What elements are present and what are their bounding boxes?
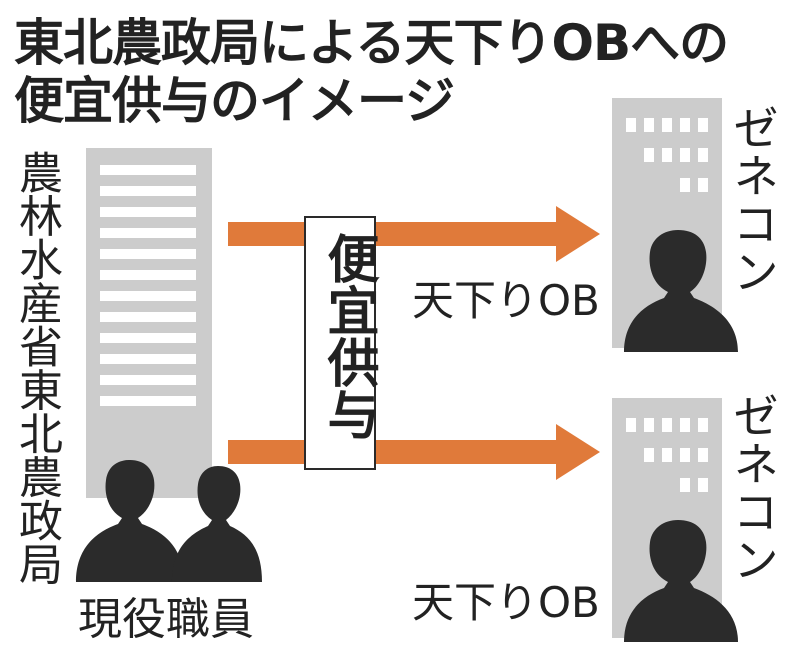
ministry-building	[86, 148, 212, 498]
ob-silhouette-top	[624, 230, 738, 352]
arrow-bottom	[228, 424, 600, 480]
staff-label: 現役職員	[78, 594, 254, 645]
title-line-2: 便宜供与のイメージ	[14, 72, 455, 130]
staff-silhouettes	[76, 460, 262, 582]
contractor-label-top: ゼネコン	[726, 104, 780, 296]
ob-label-bottom: 天下りOB	[412, 578, 600, 627]
benefit-label: 便宜供与	[318, 232, 379, 440]
ob-label-top: 天下りOB	[412, 276, 600, 325]
contractor-label-bottom: ゼネコン	[726, 392, 780, 584]
arrow-top	[228, 206, 600, 262]
ob-silhouette-bottom	[624, 520, 738, 642]
organization-label: 農林水産省東北農政局	[11, 150, 62, 585]
benefit-box: 便宜供与	[304, 216, 379, 470]
title-line-1: 東北農政局による天下りOBへの	[14, 14, 729, 72]
